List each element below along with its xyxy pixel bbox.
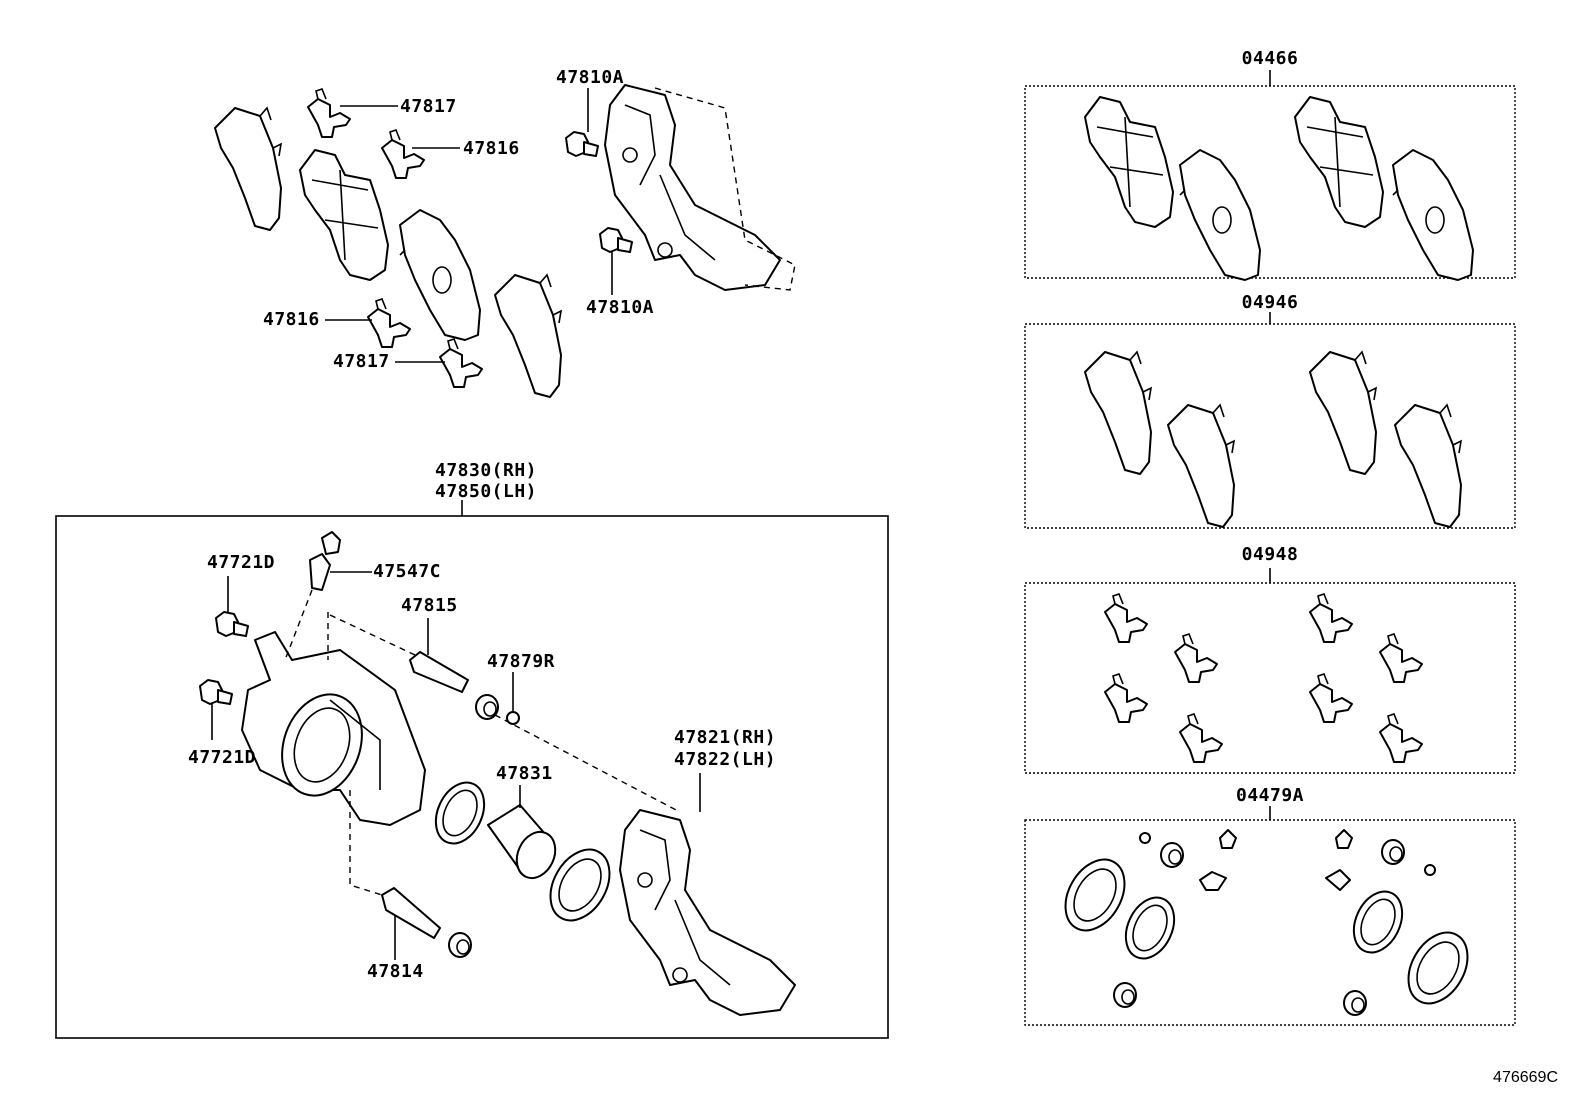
callout-47816-bottom: 47816	[263, 309, 320, 330]
kit-04479A-seal-1-icon	[1115, 888, 1185, 968]
callout-47822-lh: 47822(LH)	[674, 749, 777, 770]
kit-04466-pad-4-icon	[1392, 149, 1474, 281]
kit-04466-pad-2-icon	[1179, 149, 1261, 281]
kit-04479A-bush-2-icon	[1381, 839, 1405, 865]
callout-47547C: 47547C	[373, 561, 442, 582]
kit-04479A-bush-4-icon	[1343, 990, 1367, 1016]
clip-47816-top-icon	[381, 129, 425, 179]
callout-47815: 47815	[401, 595, 458, 616]
kit-04466-pad-1-icon	[1084, 96, 1174, 228]
callout-assembly-lh: 47850(LH)	[434, 481, 538, 502]
callout-47810A-top: 47810A	[556, 67, 625, 88]
brake-pad-left-icon	[299, 149, 389, 281]
bush-pin-bottom-icon	[448, 932, 472, 958]
mounting-bracket-top-icon	[604, 84, 781, 291]
piston-seal-icon	[425, 773, 495, 853]
kit-04948-clip-3-icon	[1104, 673, 1148, 723]
kit-04948-clip-1-icon	[1104, 593, 1148, 643]
kit-04946-box	[1024, 323, 1516, 529]
bolt-47810A-top-icon	[565, 131, 599, 157]
kit-04479A-seal-2-icon	[1343, 882, 1413, 962]
callout-47831: 47831	[496, 763, 553, 784]
kit-04948-clip-8-icon	[1379, 713, 1423, 763]
callout-47817-bottom: 47817	[333, 351, 390, 372]
kit-04466-pad-3-icon	[1294, 96, 1384, 228]
callout-47817-top: 47817	[400, 96, 457, 117]
kit-04948-label: 04948	[1241, 544, 1299, 565]
diagram-reference-number: 476669C	[1493, 1069, 1558, 1086]
kit-04479A-bush-1-icon	[1160, 842, 1184, 868]
callout-assembly-rh: 47830(RH)	[434, 460, 538, 481]
kit-04466-label: 04466	[1241, 48, 1299, 69]
clip-47817-bottom-icon	[439, 338, 483, 388]
kit-04479A-label: 04479A	[1235, 785, 1305, 806]
kit-04466-box	[1024, 85, 1516, 279]
callout-47721D-top: 47721D	[207, 552, 276, 573]
kit-04948-clip-6-icon	[1379, 633, 1423, 683]
kit-04948-clip-2-icon	[1174, 633, 1218, 683]
bolt-47721D-bottom-icon	[199, 679, 233, 705]
callout-47721D-bottom: 47721D	[188, 747, 257, 768]
mounting-bracket-bottom-icon	[619, 809, 796, 1016]
kit-04948-clip-7-icon	[1309, 673, 1353, 723]
kit-04946-label: 04946	[1241, 292, 1299, 313]
kit-04479A-box	[1024, 819, 1516, 1026]
bush-pin-top-icon	[475, 694, 499, 720]
callout-47879R: 47879R	[487, 651, 556, 672]
brake-pad-right-icon	[399, 209, 481, 341]
shim-outer-left-icon	[214, 107, 282, 231]
callout-47814: 47814	[367, 961, 424, 982]
shim-outer-right-icon	[494, 274, 562, 398]
kit-04479A-bush-3-icon	[1113, 982, 1137, 1008]
bolt-47721D-top-icon	[215, 611, 249, 637]
callout-47816-top: 47816	[463, 138, 520, 159]
kit-04946-shim-4-icon	[1394, 404, 1462, 528]
kit-04946-shim-1-icon	[1084, 351, 1152, 475]
kit-04479A-boot-2-icon	[1395, 921, 1481, 1015]
kit-04946-shim-2-icon	[1167, 404, 1235, 528]
clip-47816-bottom-icon	[367, 298, 411, 348]
callout-47810A-bottom: 47810A	[586, 297, 655, 318]
kit-04948-clip-4-icon	[1179, 713, 1223, 763]
kit-04479A-boot-1-icon	[1052, 848, 1138, 942]
kit-04948-clip-5-icon	[1309, 593, 1353, 643]
bolt-47810A-bottom-icon	[599, 227, 633, 253]
kit-04948-box	[1024, 582, 1516, 774]
callout-47821-rh: 47821(RH)	[674, 727, 777, 748]
clip-47817-top-icon	[307, 88, 351, 138]
kit-04946-shim-3-icon	[1309, 351, 1377, 475]
caliper-assembly-box	[55, 515, 889, 1039]
